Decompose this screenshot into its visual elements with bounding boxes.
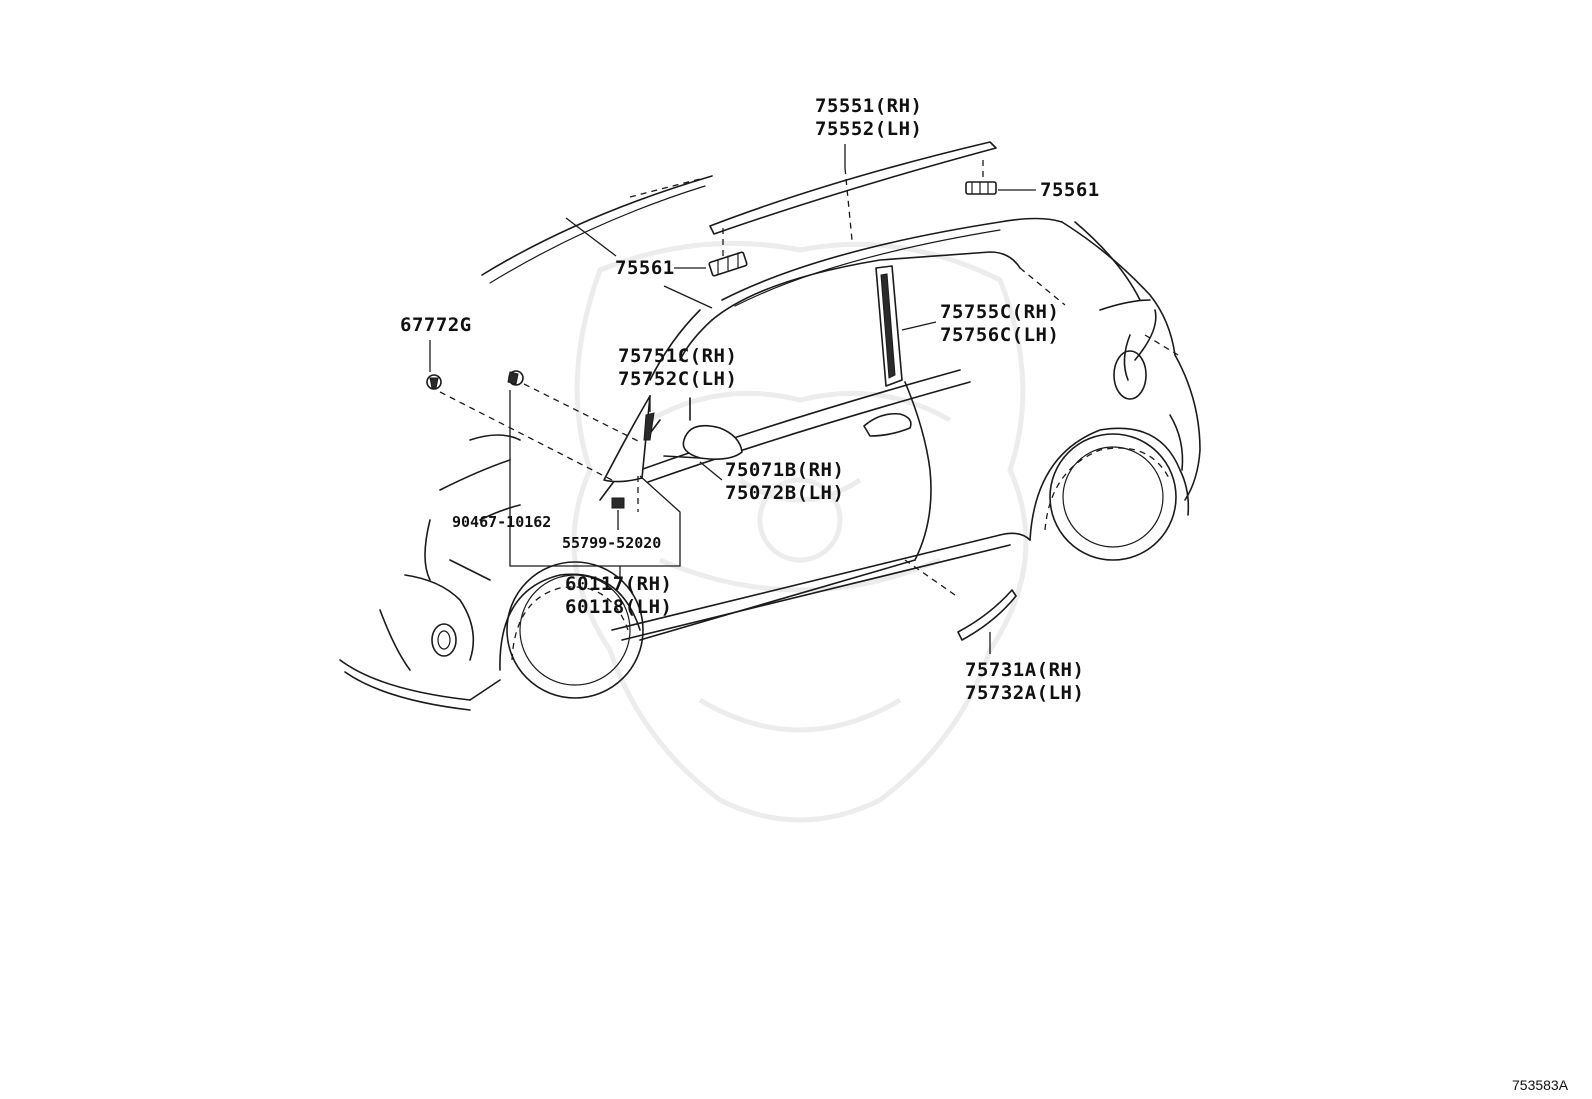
roof-molding-clip-left (708, 251, 748, 277)
callout-90467-10162: 90467-10162 (452, 513, 551, 531)
callout-60118: 60118(LH) (565, 596, 672, 618)
screw-90467-10162 (507, 370, 524, 386)
roof-drip-molding (709, 141, 997, 235)
rocker-panel-molding (957, 589, 1017, 641)
callout-75551: 75551(RH) (815, 95, 922, 117)
watermark-emblem (571, 240, 1029, 823)
vehicle-outline (339, 175, 1201, 711)
callout-75756c: 75756C(LH) (940, 324, 1059, 346)
callout-75071b: 75071B(RH) (725, 459, 844, 481)
outside-rear-view-mirror (663, 397, 743, 460)
clip-67772g (426, 374, 442, 390)
callout-75561-right: 75561 (1040, 179, 1100, 201)
figure-reference: 753583A (1512, 1077, 1569, 1093)
front-pillar-garnish (603, 395, 655, 483)
callout-75752c: 75752C(LH) (618, 368, 737, 390)
callout-75731a: 75731A(RH) (965, 659, 1084, 681)
callout-67772g: 67772G (400, 314, 472, 336)
roof-molding-clip-right (965, 181, 997, 195)
callout-60117: 60117(RH) (565, 573, 672, 595)
callout-75755c: 75755C(RH) (940, 301, 1059, 323)
callout-75072b: 75072B(LH) (725, 482, 844, 504)
leader-lines (429, 144, 1036, 654)
callout-75751c: 75751C(RH) (618, 345, 737, 367)
callout-75561-left: 75561 (615, 257, 675, 279)
callout-75552: 75552(LH) (815, 118, 922, 140)
callout-75732a: 75732A(LH) (965, 682, 1084, 704)
clip-55799-52020 (611, 497, 625, 509)
callout-55799-52020: 55799-52020 (562, 534, 661, 552)
